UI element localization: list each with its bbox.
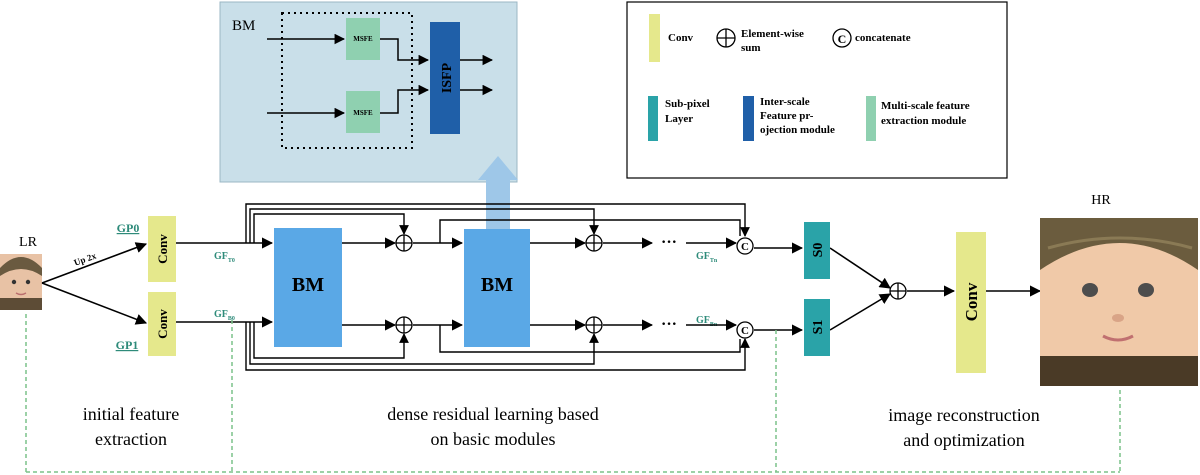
legend-panel: Conv Element-wise sum C concatenate Sub-… (626, 1, 1008, 179)
conv-box-final (956, 232, 986, 373)
legend-msfe-label-2: extraction module (881, 115, 966, 127)
msfe-label-top: MSFE (353, 35, 373, 43)
msfe-box-top (346, 18, 380, 60)
conv-box-bottom (148, 292, 176, 356)
msfe-box-bottom (346, 91, 380, 133)
conv-label-final: Conv (962, 282, 981, 321)
stage3-caption-2: and optimization (903, 430, 1024, 450)
inset-dotted-group (281, 12, 413, 149)
subpixel-s0 (804, 222, 830, 279)
concat-node-top: C (736, 237, 754, 255)
sum-node-bottom-2 (585, 316, 603, 334)
legend-isfp-label-3: ojection module (760, 124, 835, 136)
legend-concat-icon: C (832, 28, 852, 48)
legend-subpixel-label-1: Sub-pixel (665, 98, 710, 110)
conv-box-top (148, 216, 176, 282)
ellipsis-top: ··· (661, 234, 677, 251)
gp0-label: GP0 (117, 221, 140, 235)
ellipsis-bottom: ··· (661, 316, 677, 333)
legend-isfp-swatch (743, 96, 754, 141)
legend-subpixel-swatch (648, 96, 658, 141)
subpixel-s1 (804, 299, 830, 356)
sum-node-bottom-1 (395, 316, 413, 334)
bm-block-2 (464, 229, 530, 347)
sum-node-top-2 (585, 234, 603, 252)
dense-skips-top (245, 203, 750, 243)
legend-conv-swatch (649, 14, 660, 62)
svg-text:C: C (838, 32, 847, 46)
upsample-label: Up 2x (73, 250, 98, 267)
svg-text:C: C (741, 325, 749, 337)
lr-image (0, 254, 42, 310)
legend-concat-label: concatenate (855, 32, 911, 44)
legend-isfp-label-1: Inter-scale (760, 96, 810, 108)
hr-image (1040, 218, 1198, 386)
sum-node-final (889, 282, 907, 300)
stage1-caption-1: initial feature (83, 404, 179, 424)
stage1-caption-2: extraction (95, 429, 167, 449)
legend-sum-label-1: Element-wise (741, 28, 804, 40)
gf-tn-label: GFTn (696, 251, 718, 264)
s0-label: S0 (811, 243, 826, 258)
dense-skips-bottom (245, 322, 750, 371)
legend-conv-label: Conv (668, 32, 694, 44)
s1-label: S1 (811, 320, 826, 335)
legend-msfe-label-1: Multi-scale feature (881, 100, 970, 112)
legend-sum-label-2: sum (741, 42, 761, 54)
legend-msfe-swatch (866, 96, 876, 141)
bm-inset-panel: BM MSFE MSFE ISFP (219, 1, 518, 183)
conv-label-bottom: Conv (155, 309, 170, 339)
main-flow (176, 237, 1042, 336)
isfp-label: ISFP (440, 62, 455, 93)
inset-title: BM (232, 18, 255, 34)
legend-isfp-label-2: Feature pr- (760, 110, 814, 122)
lr-label: LR (19, 235, 38, 250)
msfe-label-bottom: MSFE (353, 109, 373, 117)
svg-text:C: C (741, 241, 749, 253)
bm-label-1: BM (292, 274, 324, 296)
stage2-caption-1: dense residual learning based (387, 404, 598, 424)
stage3-caption-1: image reconstruction (888, 405, 1039, 425)
gf-b0-label: GFB0 (214, 309, 235, 322)
legend-sum-icon (716, 28, 736, 48)
hr-label: HR (1091, 193, 1111, 208)
sum-node-top-1 (395, 234, 413, 252)
stage-boundaries (25, 314, 1121, 473)
stage2-caption-2: on basic modules (431, 429, 556, 449)
gf-t0-label: GFT0 (214, 251, 235, 264)
conv-label-top: Conv (155, 234, 170, 264)
isfp-box (430, 22, 460, 134)
gp1-label: GP1 (116, 338, 139, 352)
bm-block-1 (274, 228, 342, 347)
gf-bn-label: GFBn (696, 315, 718, 328)
concat-node-bottom: C (736, 321, 754, 339)
legend-subpixel-label-2: Layer (665, 113, 693, 125)
bm-label-2: BM (481, 274, 513, 296)
